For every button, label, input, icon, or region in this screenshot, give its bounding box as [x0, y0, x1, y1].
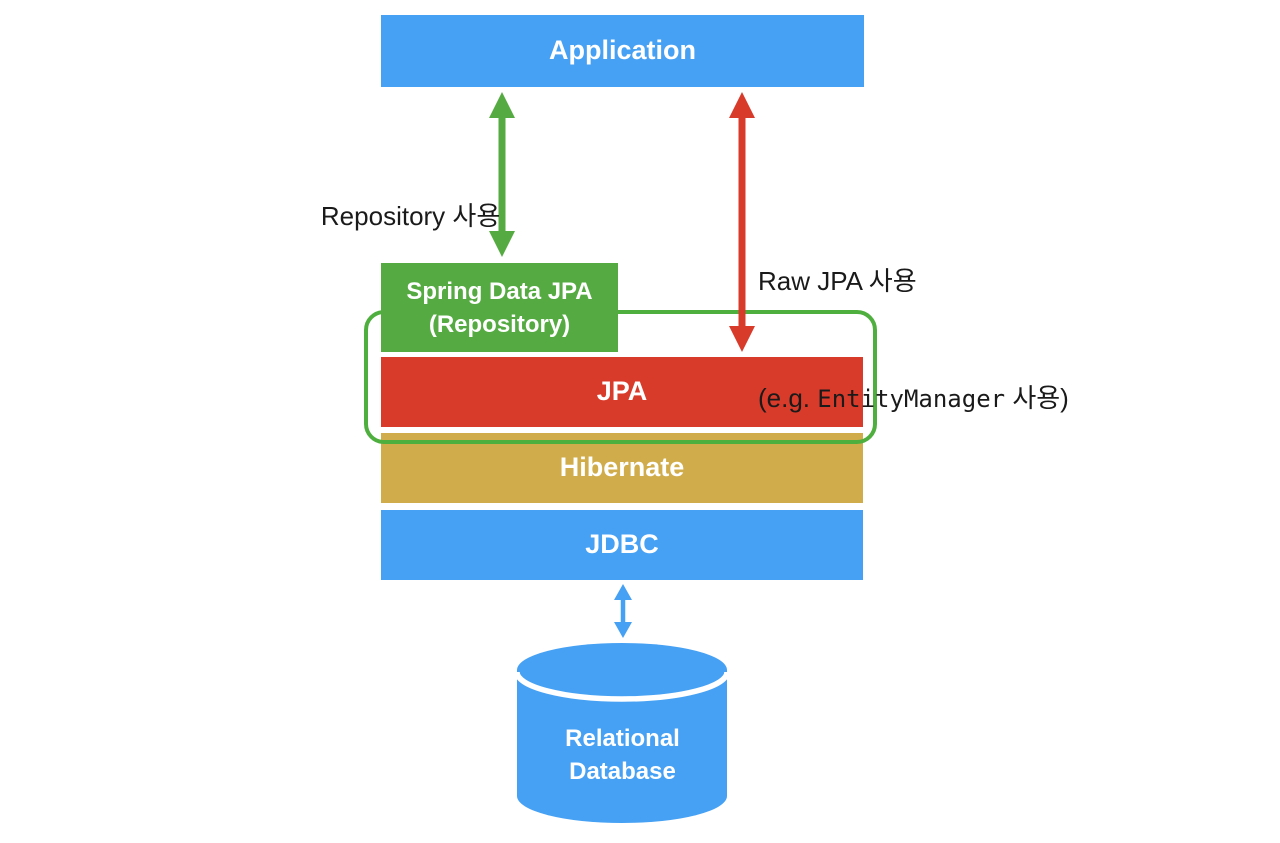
database-label-line1: Relational [565, 725, 680, 752]
raw-jpa-usage-line1: Raw JPA 사용 [758, 266, 917, 296]
hibernate-label: Hibernate [559, 452, 685, 483]
database-label: Relational Database [517, 722, 728, 788]
application-label: Application [549, 35, 696, 66]
spring-data-jpa-box: Spring Data JPA (Repository) [381, 263, 618, 352]
raw-jpa-usage-label: Raw JPA 사용 (e.g. EntityManager 사용) [758, 184, 1069, 497]
repository-usage-label: Repository 사용 [320, 201, 501, 231]
spring-data-jpa-label-line2: (Repository) [428, 310, 571, 338]
entitymanager-code-text: EntityManager [817, 385, 1006, 413]
jdbc-box: JDBC [381, 510, 863, 580]
jpa-group-outline [364, 310, 877, 444]
jpa-label: JPA [596, 376, 648, 407]
jdbc-label: JDBC [585, 529, 659, 560]
spring-data-jpa-label-line1: Spring Data JPA [406, 277, 593, 305]
jpa-box: JPA [381, 357, 863, 427]
application-box: Application [381, 15, 864, 87]
hibernate-box: Hibernate [381, 433, 863, 503]
raw-jpa-usage-line2: (e.g. EntityManager 사용) [758, 383, 1069, 413]
jdbc-database-arrow-icon [614, 584, 632, 638]
database-label-line2: Database [569, 758, 676, 785]
